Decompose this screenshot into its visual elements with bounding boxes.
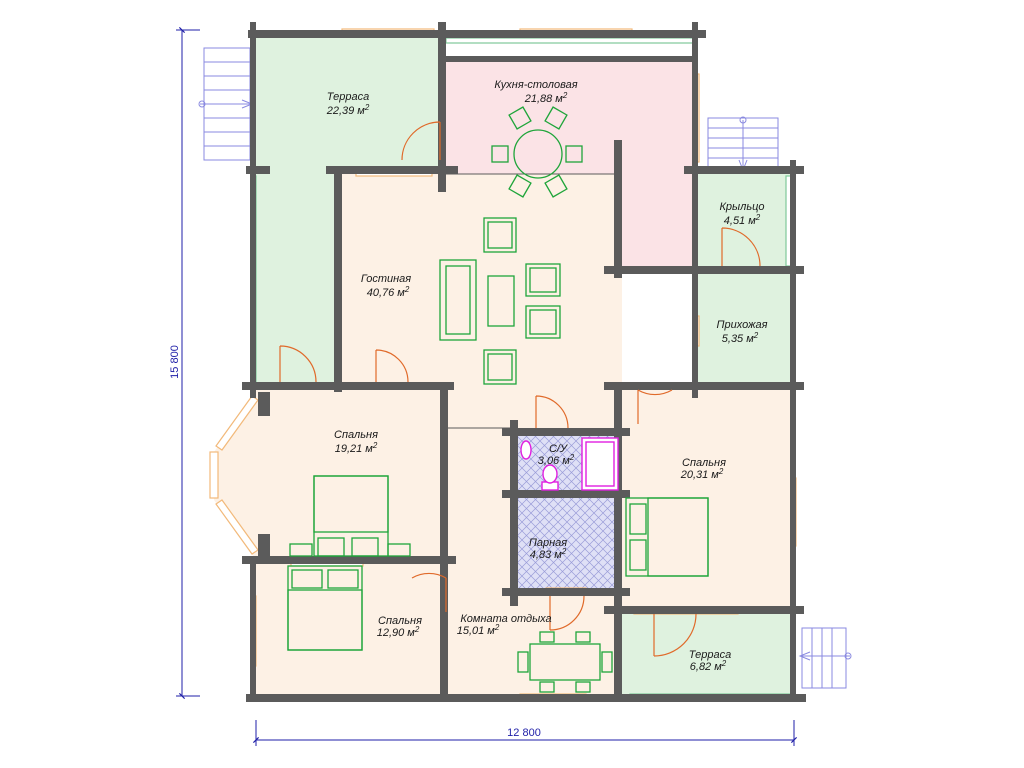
walls	[242, 22, 806, 702]
floor-sauna	[516, 498, 622, 590]
room-area-bedroom-w: 19,21 м2	[335, 441, 378, 455]
floor-terrace-west	[256, 160, 340, 388]
room-name-hallway: Прихожая	[716, 319, 767, 331]
room-name-terrace-nw: Терраса	[327, 91, 369, 103]
rest-table	[517, 631, 613, 693]
room-area-hallway: 5,35 м2	[722, 331, 759, 345]
floor-porch	[698, 174, 794, 270]
floor-kitchen	[446, 62, 694, 174]
dimension-height: 15 800	[169, 345, 181, 379]
room-name-bathroom: С/У	[549, 443, 568, 455]
bed-bedroom-w	[289, 475, 411, 557]
room-area-sauna: 4,83 м2	[530, 547, 567, 561]
dimension-width: 12 800	[507, 727, 541, 739]
wall-east-upper	[692, 22, 698, 272]
wall-south	[246, 694, 806, 702]
stairs-north-east	[707, 116, 779, 172]
toilet	[542, 464, 558, 484]
furniture	[287, 106, 709, 693]
sink	[520, 440, 532, 460]
bed-bedroom-e	[625, 497, 709, 577]
wall-west-upper	[250, 22, 256, 398]
floor-kitchen-ext	[622, 170, 694, 270]
floor-living-hall	[446, 388, 622, 428]
room-area-rest-room: 15,01 м2	[457, 623, 500, 637]
wall-west-lower	[250, 556, 256, 702]
room-area-kitchen: 21,88 м2	[524, 91, 568, 105]
room-name-bedroom-sw: Спальня	[378, 615, 422, 627]
room-name-kitchen: Кухня-столовая	[494, 79, 577, 91]
stairs-south-east	[798, 627, 852, 689]
dimension-lines	[176, 26, 798, 746]
room-area-bathroom: 3,06 м2	[538, 453, 575, 467]
room-area-living: 40,76 м2	[367, 285, 410, 299]
stairs-west	[198, 47, 254, 161]
floor-bay-window	[214, 392, 256, 560]
room-area-bedroom-sw: 12,90 м2	[377, 625, 420, 639]
room-name-bedroom-e: Спальня	[682, 457, 726, 469]
room-name-rest-room: Комната отдыха	[460, 613, 551, 625]
room-area-terrace-nw: 22,39 м2	[326, 103, 370, 117]
bed-bedroom-sw	[287, 565, 363, 651]
dining-table	[491, 106, 583, 198]
floor-terrace-se	[622, 614, 794, 696]
plumbing	[520, 437, 619, 491]
room-name-living: Гостиная	[361, 273, 411, 285]
floor-hallway	[698, 274, 794, 386]
floor-bedroom-w	[256, 388, 446, 560]
room-floors	[214, 36, 794, 696]
room-name-terrace-se: Терраса	[689, 649, 731, 661]
floor-terrace-nw	[256, 36, 446, 166]
wall-east	[790, 160, 796, 702]
living-set	[439, 217, 561, 385]
room-labels: Терраса 22,39 м2 Кухня-столовая 21,88 м2…	[326, 79, 768, 673]
room-name-sauna: Парная	[529, 537, 567, 549]
bay-window	[209, 395, 259, 555]
room-area-bedroom-e: 20,31 м2	[680, 467, 724, 481]
room-name-porch: Крыльцо	[719, 201, 764, 213]
room-name-bedroom-w: Спальня	[334, 429, 378, 441]
wall-north	[248, 30, 706, 38]
room-area-terrace-se: 6,82 м2	[690, 659, 727, 673]
doors	[279, 121, 761, 657]
room-area-porch: 4,51 м2	[724, 213, 761, 227]
